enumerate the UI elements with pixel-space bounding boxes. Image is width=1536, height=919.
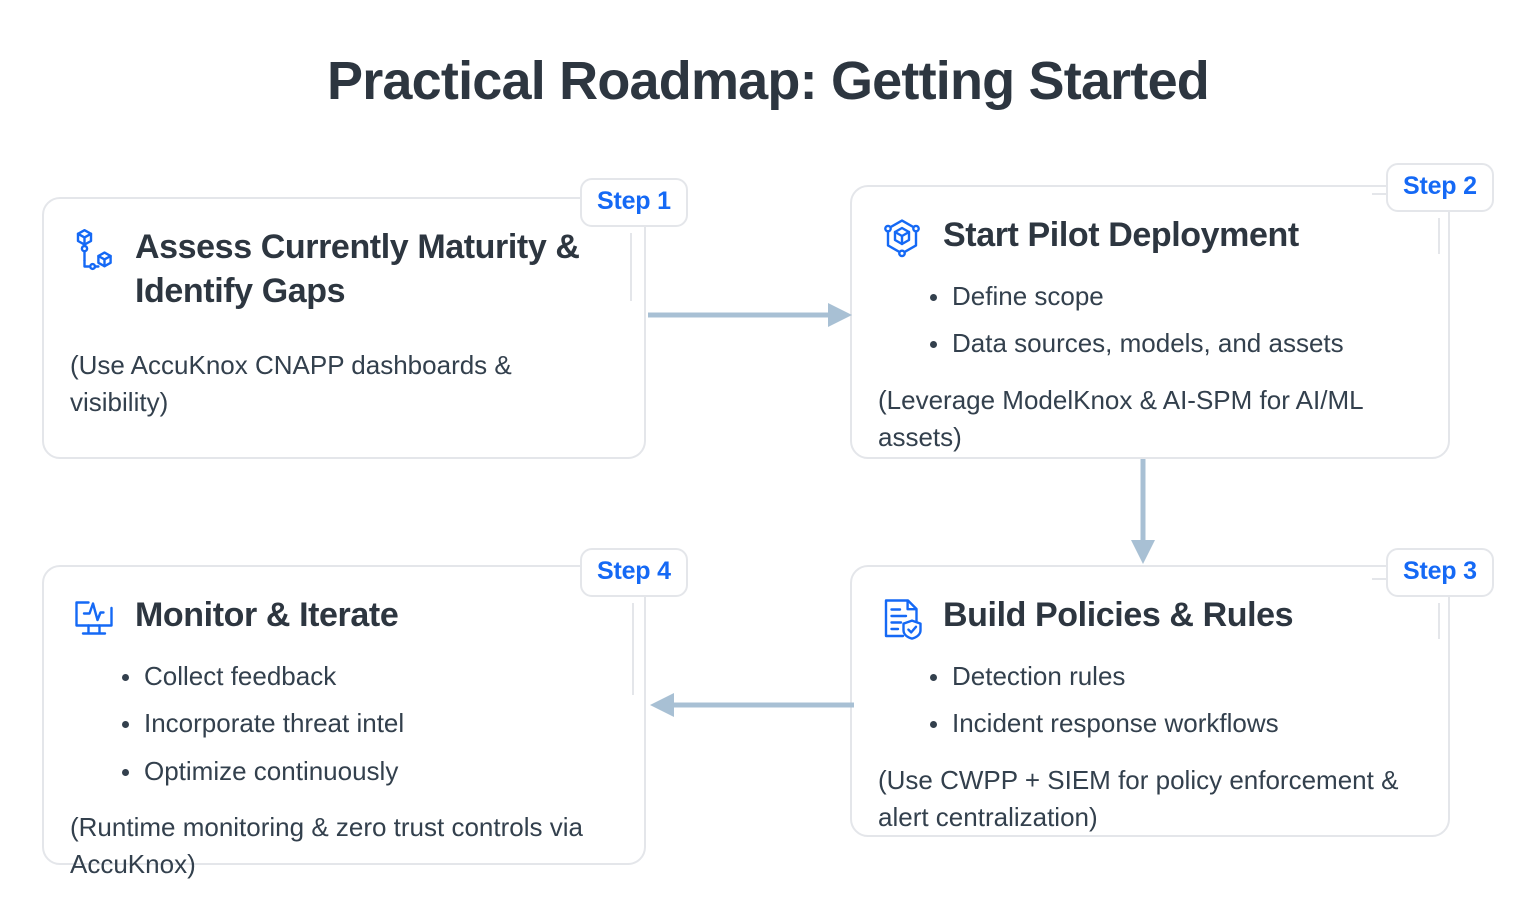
badge-1-tail: [630, 233, 632, 301]
assets-graph-icon: [70, 227, 118, 275]
step-3-bullet-list: Detection rules Incident response workfl…: [926, 653, 1418, 748]
badge-4-tail: [632, 603, 634, 695]
step-2-bullet-list: Define scope Data sources, models, and a…: [926, 273, 1418, 368]
step-4-header: Monitor & Iterate: [70, 593, 614, 643]
step-3-note: (Use CWPP + SIEM for policy enforcement …: [878, 764, 1399, 832]
badge-2-connector: [1372, 193, 1388, 195]
step-1-badge[interactable]: Step 1: [580, 178, 688, 227]
step-2-title: Start Pilot Deployment: [943, 216, 1299, 254]
document-shield-check-icon: [878, 595, 926, 643]
hexagon-cube-deployment-icon: [878, 215, 926, 263]
step-2-note: (Leverage ModelKnox & AI-SPM for AI/ML a…: [878, 384, 1363, 452]
monitor-pulse-icon: [70, 595, 118, 643]
step-4-badge[interactable]: Step 4: [580, 548, 688, 597]
step-3-header: Build Policies & Rules: [878, 593, 1418, 643]
step-4-title: Monitor & Iterate: [135, 596, 399, 634]
list-item: Collect feedback: [118, 653, 614, 700]
step-4-bullet-list: Collect feedback Incorporate threat inte…: [118, 653, 614, 795]
list-item: Define scope: [926, 273, 1418, 320]
step-4-note: (Runtime monitoring & zero trust control…: [70, 811, 583, 879]
arrow-step1-to-step2: [648, 300, 854, 330]
list-item: Optimize continuously: [118, 748, 614, 795]
list-item: Incident response workflows: [926, 700, 1418, 747]
step-2-badge[interactable]: Step 2: [1386, 163, 1494, 212]
step-card-1[interactable]: Assess Currently Maturity & Identify Gap…: [42, 197, 646, 459]
step-2-header: Start Pilot Deployment: [878, 213, 1418, 263]
list-item: Data sources, models, and assets: [926, 320, 1418, 367]
step-card-4[interactable]: Monitor & Iterate Collect feedback Incor…: [42, 565, 646, 879]
arrow-step2-to-step3: [1128, 459, 1158, 565]
page-title: Practical Roadmap: Getting Started: [327, 51, 1210, 111]
badge-3-tail: [1438, 603, 1440, 639]
step-1-header: Assess Currently Maturity & Identify Gap…: [70, 225, 614, 313]
arrow-step3-to-step4: [648, 690, 854, 720]
list-item: Incorporate threat intel: [118, 700, 614, 747]
step-3-badge[interactable]: Step 3: [1386, 548, 1494, 597]
step-1-note: (Use AccuKnox CNAPP dashboards & visibil…: [70, 350, 512, 417]
step-3-title: Build Policies & Rules: [943, 596, 1294, 634]
step-card-2[interactable]: Start Pilot Deployment Define scope Data…: [850, 185, 1450, 459]
step-1-title: Assess Currently Maturity & Identify Gap…: [135, 228, 580, 310]
badge-3-connector: [1372, 578, 1388, 580]
badge-2-tail: [1438, 218, 1440, 254]
list-item: Detection rules: [926, 653, 1418, 700]
step-card-3[interactable]: Build Policies & Rules Detection rules I…: [850, 565, 1450, 837]
